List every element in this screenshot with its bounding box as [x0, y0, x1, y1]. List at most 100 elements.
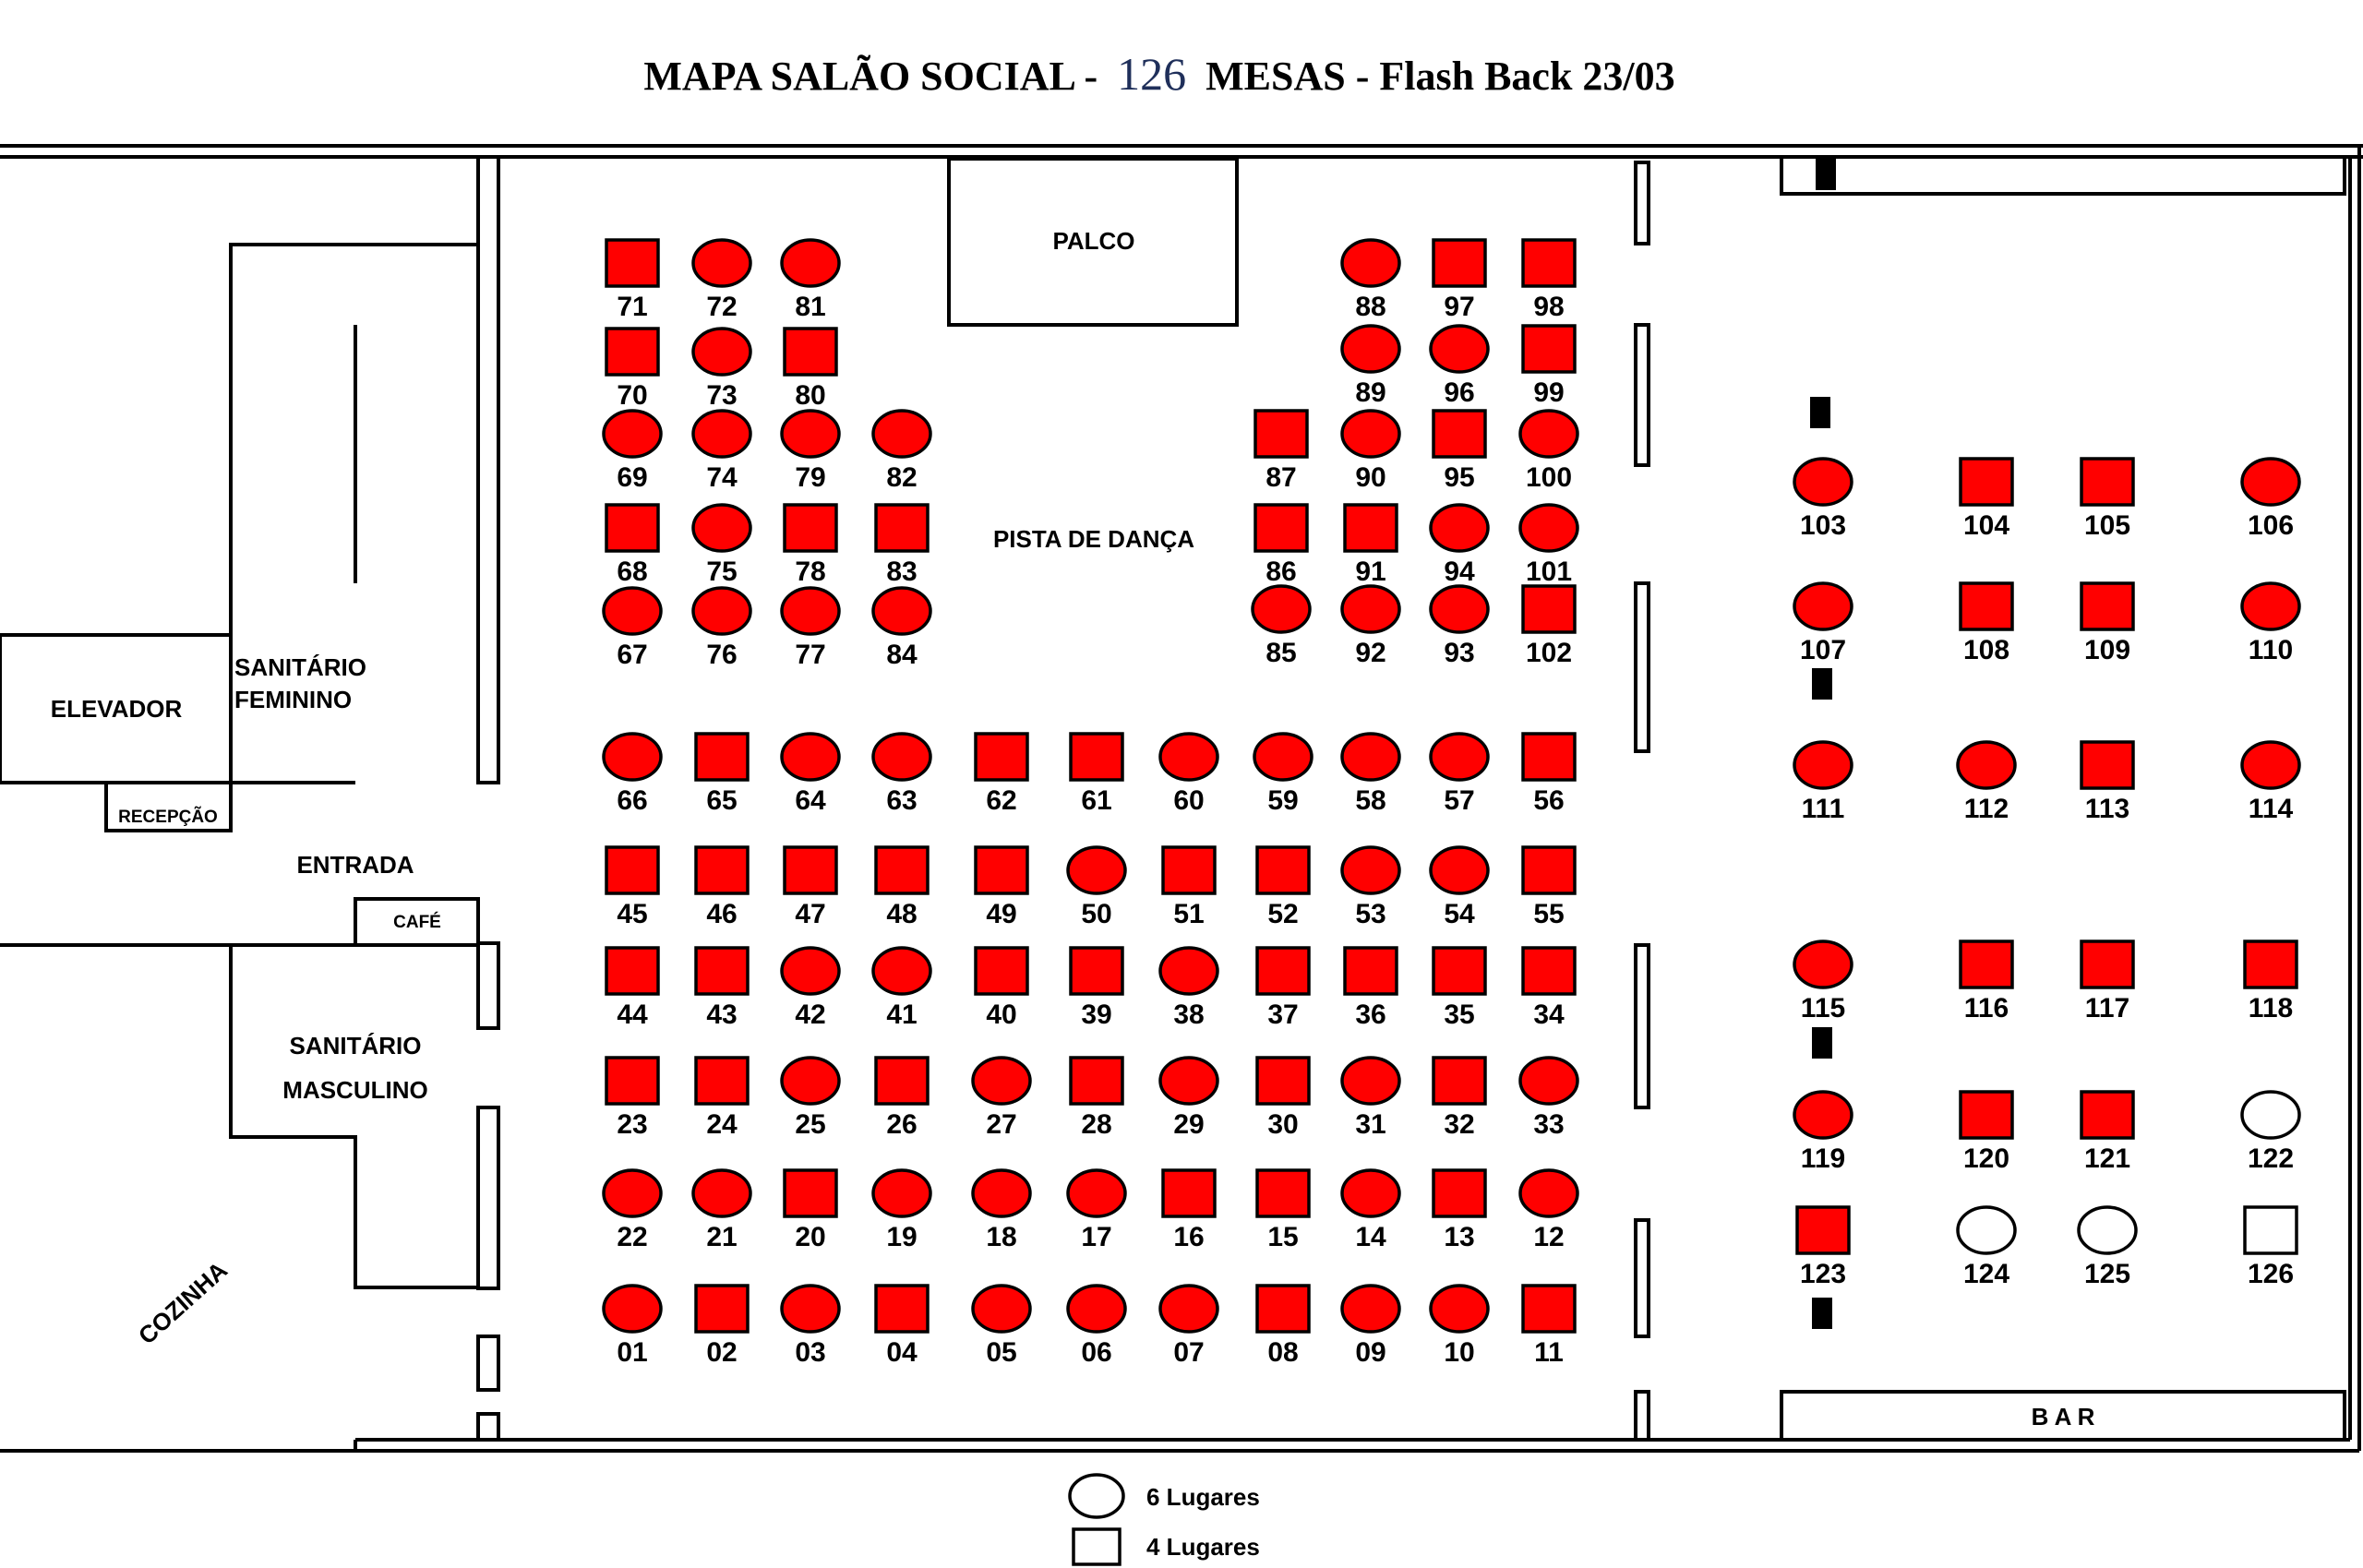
table-111[interactable]: 111	[1793, 740, 1853, 824]
table-71[interactable]: 71	[605, 238, 660, 322]
table-83[interactable]: 83	[874, 503, 930, 587]
table-96[interactable]: 96	[1429, 324, 1490, 408]
table-98[interactable]: 98	[1521, 238, 1577, 322]
table-72[interactable]: 72	[691, 238, 752, 322]
table-53[interactable]: 53	[1340, 845, 1401, 929]
table-73[interactable]: 73	[691, 327, 752, 411]
table-50[interactable]: 50	[1066, 845, 1127, 929]
table-115[interactable]: 115	[1793, 940, 1853, 1023]
table-108[interactable]: 108	[1959, 581, 2014, 665]
table-104[interactable]: 104	[1959, 457, 2014, 541]
table-68[interactable]: 68	[605, 503, 660, 587]
table-11[interactable]: 11	[1521, 1284, 1577, 1368]
table-103[interactable]: 103	[1793, 457, 1853, 541]
table-65[interactable]: 65	[694, 732, 750, 816]
table-45[interactable]: 45	[605, 845, 660, 929]
table-13[interactable]: 13	[1432, 1168, 1487, 1252]
table-27[interactable]: 27	[971, 1056, 1032, 1140]
table-95[interactable]: 95	[1432, 409, 1487, 493]
table-57[interactable]: 57	[1429, 732, 1490, 816]
table-69[interactable]: 69	[602, 409, 663, 493]
table-58[interactable]: 58	[1340, 732, 1401, 816]
table-86[interactable]: 86	[1253, 503, 1309, 587]
table-80[interactable]: 80	[783, 327, 838, 411]
table-22[interactable]: 22	[602, 1168, 663, 1252]
table-99[interactable]: 99	[1521, 324, 1577, 408]
table-64[interactable]: 64	[780, 732, 841, 816]
table-66[interactable]: 66	[602, 732, 663, 816]
table-17[interactable]: 17	[1066, 1168, 1127, 1252]
table-62[interactable]: 62	[974, 732, 1029, 816]
table-100[interactable]: 100	[1518, 409, 1579, 493]
table-91[interactable]: 91	[1343, 503, 1398, 587]
table-26[interactable]: 26	[874, 1056, 930, 1140]
table-25[interactable]: 25	[780, 1056, 841, 1140]
table-121[interactable]: 121	[2080, 1090, 2135, 1174]
table-61[interactable]: 61	[1069, 732, 1124, 816]
table-122[interactable]: 122	[2240, 1090, 2301, 1174]
table-03[interactable]: 03	[780, 1284, 841, 1368]
table-89[interactable]: 89	[1340, 324, 1401, 408]
table-110[interactable]: 110	[2240, 581, 2301, 665]
table-31[interactable]: 31	[1340, 1056, 1401, 1140]
table-90[interactable]: 90	[1340, 409, 1401, 493]
table-41[interactable]: 41	[871, 946, 932, 1030]
table-92[interactable]: 92	[1340, 584, 1401, 668]
table-126[interactable]: 126	[2243, 1205, 2298, 1289]
table-49[interactable]: 49	[974, 845, 1029, 929]
table-28[interactable]: 28	[1069, 1056, 1124, 1140]
table-18[interactable]: 18	[971, 1168, 1032, 1252]
table-114[interactable]: 114	[2240, 740, 2301, 824]
table-70[interactable]: 70	[605, 327, 660, 411]
table-63[interactable]: 63	[871, 732, 932, 816]
table-42[interactable]: 42	[780, 946, 841, 1030]
table-117[interactable]: 117	[2080, 940, 2135, 1023]
table-09[interactable]: 09	[1340, 1284, 1401, 1368]
table-19[interactable]: 19	[871, 1168, 932, 1252]
table-74[interactable]: 74	[691, 409, 752, 493]
table-55[interactable]: 55	[1521, 845, 1577, 929]
table-93[interactable]: 93	[1429, 584, 1490, 668]
table-94[interactable]: 94	[1429, 503, 1490, 587]
table-106[interactable]: 106	[2240, 457, 2301, 541]
table-06[interactable]: 06	[1066, 1284, 1127, 1368]
table-75[interactable]: 75	[691, 503, 752, 587]
table-125[interactable]: 125	[2077, 1205, 2138, 1289]
table-36[interactable]: 36	[1343, 946, 1398, 1030]
table-107[interactable]: 107	[1793, 581, 1853, 665]
table-37[interactable]: 37	[1255, 946, 1311, 1030]
table-48[interactable]: 48	[874, 845, 930, 929]
table-34[interactable]: 34	[1521, 946, 1577, 1030]
table-79[interactable]: 79	[780, 409, 841, 493]
table-76[interactable]: 76	[691, 586, 752, 670]
table-35[interactable]: 35	[1432, 946, 1487, 1030]
table-14[interactable]: 14	[1340, 1168, 1401, 1252]
table-32[interactable]: 32	[1432, 1056, 1487, 1140]
table-30[interactable]: 30	[1255, 1056, 1311, 1140]
table-21[interactable]: 21	[691, 1168, 752, 1252]
table-56[interactable]: 56	[1521, 732, 1577, 816]
table-67[interactable]: 67	[602, 586, 663, 670]
table-16[interactable]: 16	[1161, 1168, 1217, 1252]
table-81[interactable]: 81	[780, 238, 841, 322]
table-119[interactable]: 119	[1793, 1090, 1853, 1174]
table-08[interactable]: 08	[1255, 1284, 1311, 1368]
table-120[interactable]: 120	[1959, 1090, 2014, 1174]
table-116[interactable]: 116	[1959, 940, 2014, 1023]
table-97[interactable]: 97	[1432, 238, 1487, 322]
table-15[interactable]: 15	[1255, 1168, 1311, 1252]
table-40[interactable]: 40	[974, 946, 1029, 1030]
table-60[interactable]: 60	[1158, 732, 1219, 816]
table-24[interactable]: 24	[694, 1056, 750, 1140]
table-29[interactable]: 29	[1158, 1056, 1219, 1140]
table-88[interactable]: 88	[1340, 238, 1401, 322]
table-102[interactable]: 102	[1521, 584, 1577, 668]
table-43[interactable]: 43	[694, 946, 750, 1030]
table-10[interactable]: 10	[1429, 1284, 1490, 1368]
table-39[interactable]: 39	[1069, 946, 1124, 1030]
table-51[interactable]: 51	[1161, 845, 1217, 929]
table-84[interactable]: 84	[871, 586, 932, 670]
table-52[interactable]: 52	[1255, 845, 1311, 929]
table-113[interactable]: 113	[2080, 740, 2135, 824]
table-77[interactable]: 77	[780, 586, 841, 670]
